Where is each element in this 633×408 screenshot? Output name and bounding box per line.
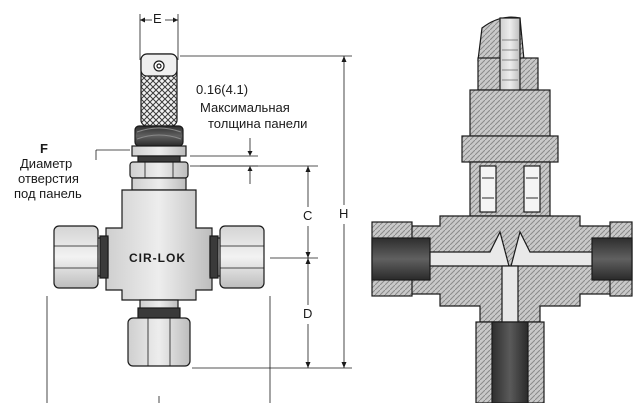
body-logo: CIR-LOK xyxy=(129,251,186,265)
cutaway-view xyxy=(371,16,633,404)
dimension-h-label: H xyxy=(339,206,349,221)
thickness-value: 0.16(4.1) xyxy=(196,82,249,97)
thickness-line1: Максимальная xyxy=(200,100,290,115)
dimension-f-label: F xyxy=(40,141,48,156)
thickness-line2: толщина панели xyxy=(208,116,308,131)
external-view xyxy=(46,14,352,403)
hole-note-line1: Диаметр xyxy=(20,156,73,171)
dimension-d-label: D xyxy=(303,306,313,321)
dimension-c-label: C xyxy=(303,208,313,223)
hole-note-line2: отверстия xyxy=(18,171,79,186)
dimension-e-label: E xyxy=(153,11,162,26)
hole-note-line3: под панель xyxy=(14,186,82,201)
